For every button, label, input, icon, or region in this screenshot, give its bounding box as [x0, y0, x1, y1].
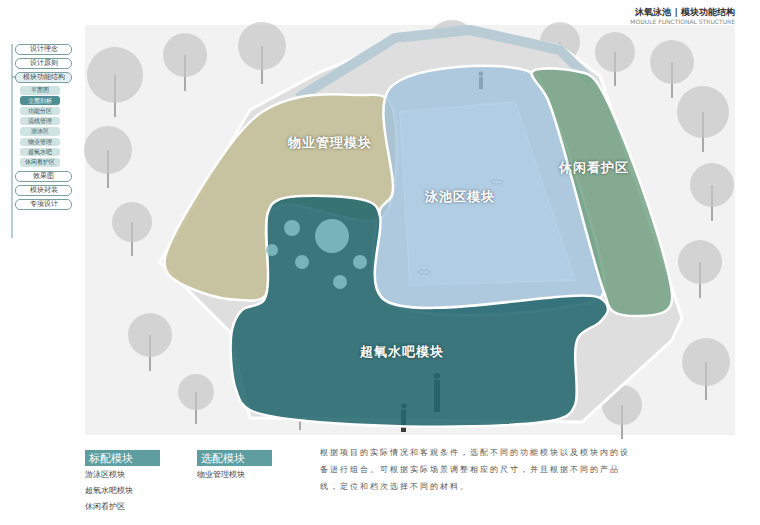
person-body	[479, 77, 483, 89]
illustration-ground	[85, 25, 735, 435]
nav-subitem: 超氧水吧	[20, 148, 60, 157]
tree-canopy	[178, 374, 214, 410]
category-tag: 选配模块	[197, 450, 272, 466]
table-symbol	[315, 219, 349, 253]
region-label: 超氧水吧模块	[360, 343, 444, 361]
nav-label: 物业管理	[28, 139, 52, 145]
nav-label: 立面剖析	[28, 98, 52, 104]
subtitle-en: MODULE FUNCTIONAL STRUCTURE	[630, 18, 735, 25]
category-tag: 标配模块	[85, 450, 160, 466]
nav-subitem: 平面图	[20, 86, 60, 95]
person-head	[401, 403, 406, 408]
region-outline	[231, 196, 608, 427]
nav-label: 流线管理	[28, 118, 52, 124]
people-figures	[401, 72, 483, 432]
module-region: 泳池区模块	[374, 66, 610, 306]
nav-button: 设计理念	[15, 44, 72, 55]
person-body	[401, 410, 406, 432]
nav-label: 休闲看护区	[25, 159, 55, 165]
nav-label: 游泳区	[31, 128, 49, 134]
region-outline	[532, 68, 673, 316]
description-note: 根据项目的实际情况和客观条件，选配不同的功能模块以及模块内的设备进行组合。可根据…	[320, 444, 630, 495]
nav-label: 平面图	[31, 87, 49, 93]
tree-canopy	[87, 47, 143, 103]
person-head	[479, 72, 484, 77]
region-shape	[226, 194, 614, 424]
nav-label: 功能分区	[28, 108, 52, 114]
building-footprint	[160, 28, 682, 422]
nav-button: 模块封装	[15, 185, 72, 196]
nav-button: 设计原则	[15, 58, 72, 69]
nav-label: 设计理念	[30, 46, 58, 53]
person-body	[434, 380, 440, 412]
swimmers	[418, 180, 503, 274]
nav-subitem: 休闲看护区	[20, 158, 60, 167]
nav-label: 设计原则	[30, 60, 58, 67]
roof-band	[298, 30, 592, 98]
region-shape	[526, 66, 678, 318]
tag-label: 标配模块	[89, 453, 133, 464]
tree-canopy	[238, 22, 286, 70]
tree-group	[84, 20, 734, 439]
swimmer	[418, 270, 430, 274]
module-region: 超氧水吧模块	[226, 194, 614, 424]
region-label: 休闲看护区	[559, 159, 629, 177]
tree-canopy	[682, 338, 730, 386]
nav-subitem: 立面剖析	[20, 96, 60, 105]
nav-button: 模块功能结构	[15, 72, 72, 83]
nav-label: 超氧水吧	[28, 149, 52, 155]
module-list-item: 超氧水吧模块	[85, 486, 133, 496]
tree-canopy	[112, 202, 152, 242]
tree-canopy	[678, 240, 722, 284]
person-head	[434, 373, 440, 379]
page-title: 沐氧泳池 | 模块功能结构	[635, 6, 735, 19]
module-region: 物业管理模块	[159, 89, 398, 306]
tree-canopy	[128, 313, 172, 357]
module-region: 休闲看护区	[526, 66, 678, 318]
tree-canopy	[677, 86, 729, 138]
nav-label: 效果图	[33, 173, 54, 180]
nav-label: 模块功能结构	[23, 74, 65, 81]
table-symbol	[266, 244, 278, 256]
table-symbol	[333, 275, 347, 289]
module-list-item: 游泳区模块	[85, 470, 125, 480]
tree-canopy	[690, 163, 734, 207]
tree-canopy	[163, 33, 207, 77]
nav-label: 专项设计	[30, 201, 58, 208]
pool-water	[400, 102, 575, 285]
region-outline	[373, 66, 605, 315]
swimmer	[491, 180, 503, 184]
table-symbol	[284, 220, 300, 236]
tree-canopy	[84, 126, 132, 174]
nav-subitem: 流线管理	[20, 117, 60, 126]
table-symbol	[295, 255, 309, 269]
region-outline	[164, 94, 396, 300]
nav-subitem: 功能分区	[20, 107, 60, 116]
tree-canopy	[650, 40, 694, 84]
tree-canopy	[595, 32, 635, 72]
table-symbol	[353, 255, 367, 269]
nav-label: 模块封装	[30, 187, 58, 194]
region-shape	[159, 89, 398, 306]
module-list-item: 休闲看护区	[85, 502, 125, 512]
region-label: 物业管理模块	[288, 134, 372, 152]
region-shape	[374, 66, 610, 306]
region-label: 泳池区模块	[425, 188, 495, 206]
nav-subitem: 物业管理	[20, 138, 60, 147]
module-list-item: 物业管理模块	[197, 470, 245, 480]
nav-button: 效果图	[15, 171, 72, 182]
nav-subitem: 游泳区	[20, 127, 60, 136]
tag-label: 选配模块	[201, 453, 245, 464]
nav-button: 专项设计	[15, 199, 72, 210]
